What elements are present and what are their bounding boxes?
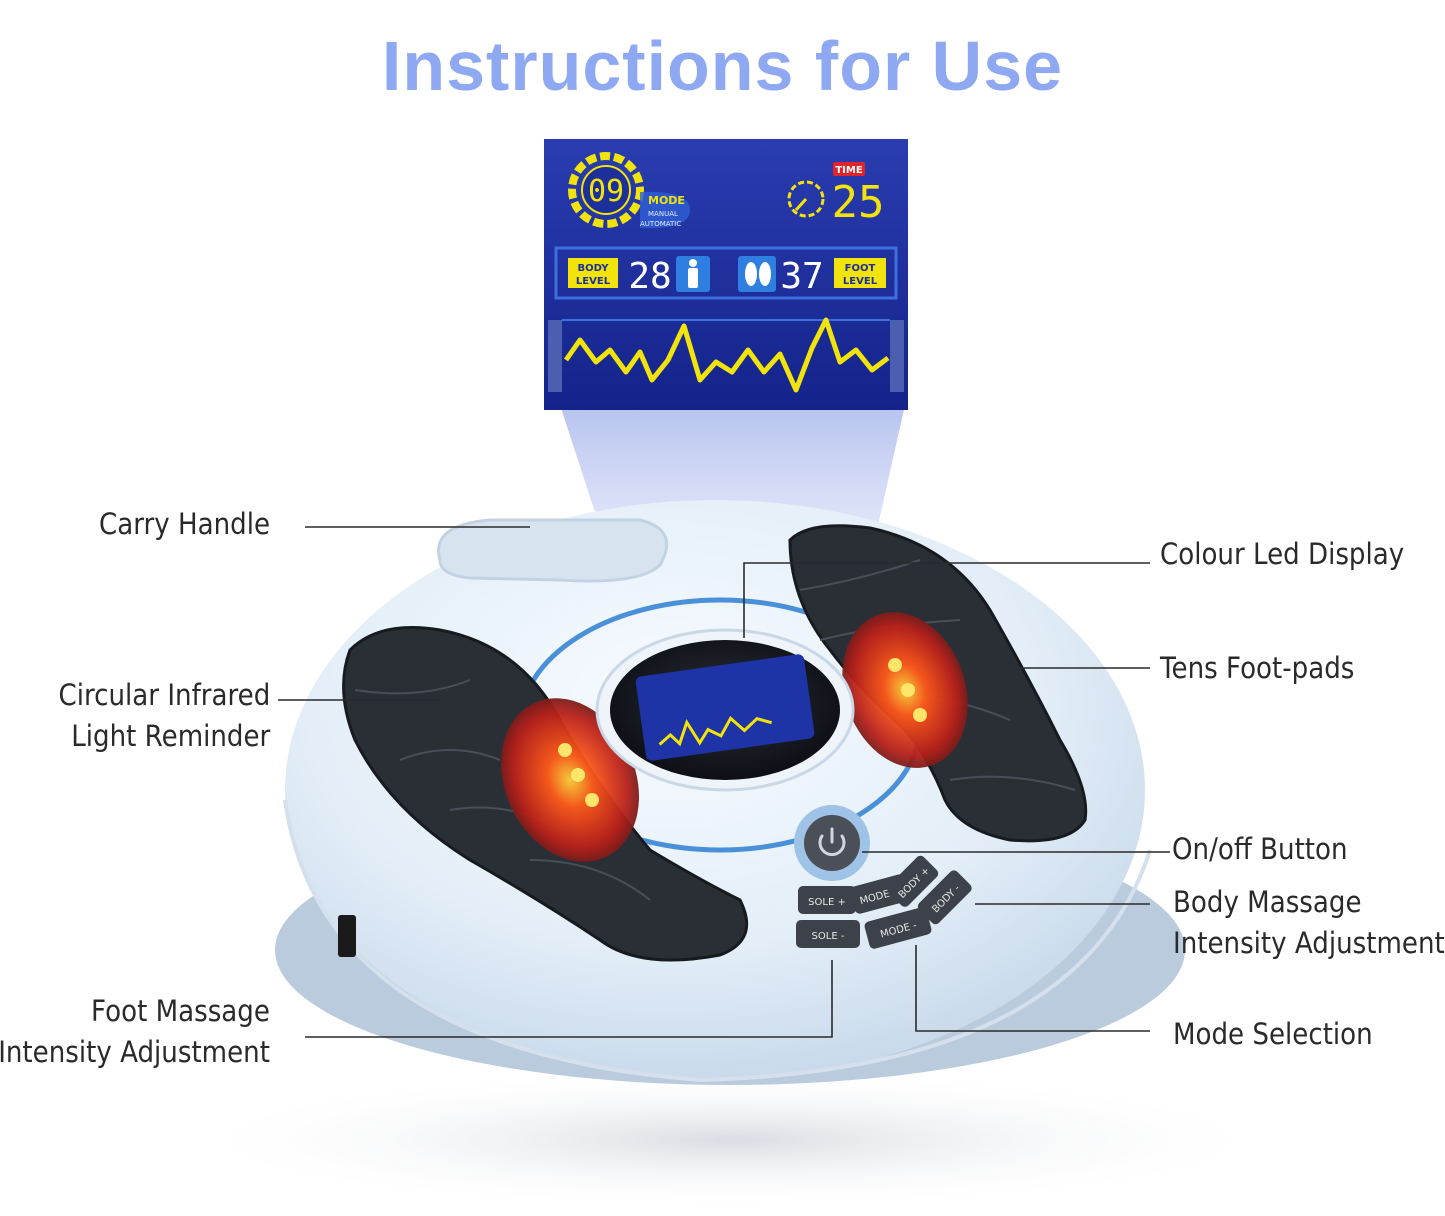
callout-on-off-button: On/off Button <box>1172 829 1348 870</box>
foot-level-label-2: LEVEL <box>843 276 878 287</box>
callout-colour-led-display-text: Colour Led Display <box>1160 537 1405 571</box>
leader-mode-selection <box>915 945 1150 1032</box>
callout-mode-selection-text: Mode Selection <box>1173 1017 1373 1051</box>
callout-colour-led-display: Colour Led Display <box>1160 534 1404 575</box>
time-badge <box>833 162 865 176</box>
time-value: 25 <box>832 177 885 228</box>
power-icon <box>818 827 846 857</box>
svg-text:SOLE +: SOLE + <box>808 897 846 908</box>
callout-foot-massage-line-1: Foot Massage <box>91 994 271 1028</box>
feet-icon <box>738 256 776 292</box>
callout-carry-handle: Carry Handle <box>99 504 270 545</box>
mode-sub-automatic: AUTOMATIC <box>640 220 681 228</box>
enlarged-lcd-display: 09 MODE MANUAL AUTOMATIC TIME 25 BODY LE… <box>544 139 908 410</box>
body-level-value: 28 <box>628 256 671 297</box>
sole-minus-button[interactable]: SOLE - <box>796 920 860 948</box>
time-label: TIME <box>835 165 862 176</box>
mode-minus-button[interactable]: MODE - <box>863 906 932 950</box>
power-button[interactable] <box>794 805 870 881</box>
page-title: Instructions for Use <box>381 27 1064 105</box>
callout-circular-infrared: Circular Infrared Light Reminder <box>58 675 270 757</box>
callout-body-massage-line-1: Body Massage <box>1173 885 1362 919</box>
callout-body-massage: Body Massage Intensity Adjustment <box>1173 882 1445 964</box>
callout-circular-infrared-line-2: Light Reminder <box>70 719 270 753</box>
carry-handle <box>437 518 669 583</box>
mode-label: MODE <box>648 194 685 207</box>
body-level-label-1: BODY <box>578 263 610 274</box>
callout-mode-selection: Mode Selection <box>1173 1014 1373 1055</box>
callout-carry-handle-text: Carry Handle <box>98 507 270 541</box>
mode-dial-icon <box>568 152 644 228</box>
foot-level-value: 37 <box>780 256 823 297</box>
foot-level-label-1: FOOT <box>845 263 876 274</box>
callout-on-off-button-text: On/off Button <box>1172 832 1348 866</box>
ground-shadow <box>170 1070 1290 1210</box>
sole-plus-button[interactable]: SOLE + <box>798 886 856 914</box>
timer-icon <box>787 180 825 218</box>
callout-tens-foot-pads-text: Tens Foot-pads <box>1160 651 1355 685</box>
power-port <box>338 915 356 957</box>
callout-foot-massage: Foot Massage Intensity Adjustment <box>0 991 270 1073</box>
leader-foot-massage <box>305 960 833 1038</box>
body-figure-icon <box>676 256 710 292</box>
mode-value: 09 <box>588 174 624 209</box>
device-round-screen <box>595 628 855 792</box>
leader-colour-led <box>743 562 1150 638</box>
right-foot-pad <box>788 524 1088 843</box>
callout-tens-foot-pads: Tens Foot-pads <box>1160 648 1354 689</box>
callout-circular-infrared-line-1: Circular Infrared <box>58 678 270 712</box>
callout-body-massage-line-2: Intensity Adjustment <box>1173 926 1445 960</box>
body-level-label-2: LEVEL <box>576 276 611 287</box>
callout-foot-massage-line-2: Intensity Adjustment <box>0 1035 270 1069</box>
mode-sub-manual: MANUAL <box>648 210 678 218</box>
svg-text:SOLE -: SOLE - <box>812 931 845 942</box>
control-button-cluster: SOLE + MODE + BODY + SOLE - MODE - BODY … <box>796 855 972 950</box>
waveform-line <box>563 317 890 393</box>
leader-lines <box>278 526 1170 1038</box>
